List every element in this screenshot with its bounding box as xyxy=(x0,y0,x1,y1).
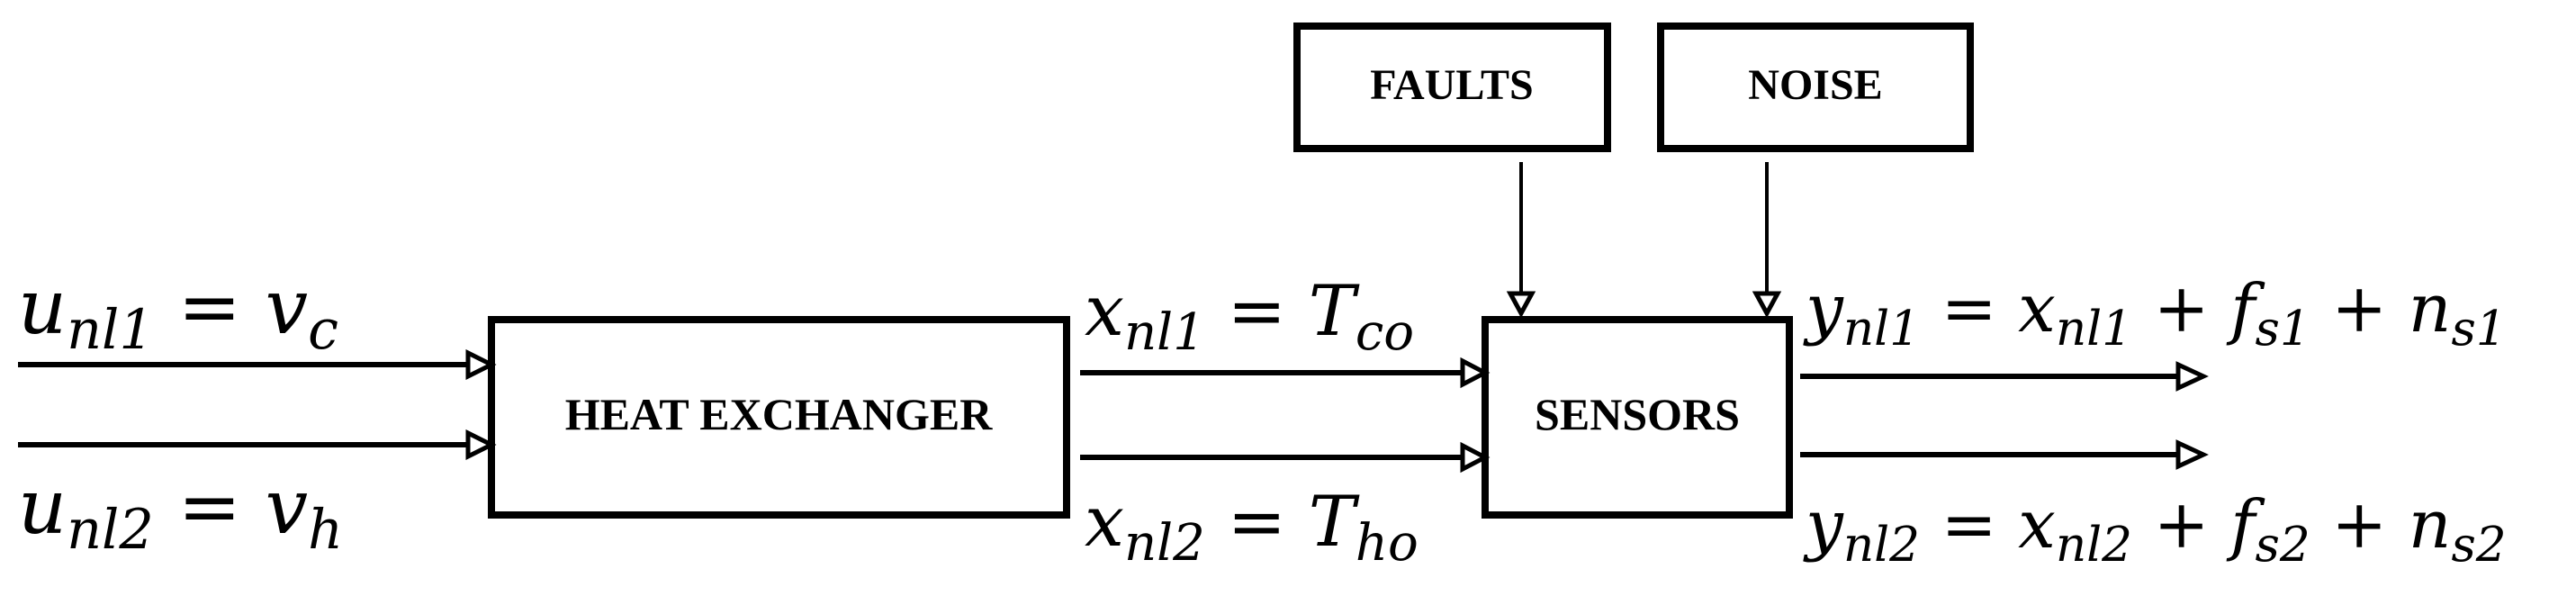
input-1-equation: unl1 = vc xyxy=(18,263,338,362)
heat-exchanger-label: HEAT EXCHANGER xyxy=(565,389,994,439)
faults-label: FAULTS xyxy=(1370,61,1533,109)
equation-text: + n xyxy=(2310,270,2452,348)
equation-text: y xyxy=(1803,486,1844,564)
subscript-text: nl2 xyxy=(1843,517,1920,573)
subscript-text: s1 xyxy=(2256,301,2310,357)
equation-text: = T xyxy=(1205,271,1360,352)
equation-text: x xyxy=(1085,482,1124,563)
subscript-text: nl2 xyxy=(2056,517,2132,573)
subscript-text: nl2 xyxy=(67,499,154,562)
faults-block xyxy=(1293,23,1611,152)
equation-text: = x xyxy=(1920,486,2056,564)
equation-text: = x xyxy=(1920,270,2056,348)
equation-text: + f xyxy=(2132,270,2265,348)
output-arrow-2-head xyxy=(2175,439,2209,470)
input-2-equation: unl2 = vh xyxy=(18,463,343,562)
output-arrow-1-head xyxy=(2175,361,2209,392)
output-1-equation: ynl1 = xnl1 + fs1 + ns1 xyxy=(1803,270,2507,357)
heat-exchanger-block xyxy=(488,316,1070,519)
input-arrow-1-head xyxy=(465,348,497,381)
subscript-text: s2 xyxy=(2256,517,2310,573)
state-arrow-2-head xyxy=(1460,441,1491,474)
sensors-label: SENSORS xyxy=(1535,389,1740,439)
subscript-text: nl1 xyxy=(1843,301,1920,357)
subscript-text: s2 xyxy=(2451,517,2506,573)
equation-text: = T xyxy=(1205,482,1360,563)
state-arrow-1-head xyxy=(1460,357,1491,389)
equation-text: = v xyxy=(154,263,308,351)
equation-text: u xyxy=(18,263,67,351)
output-2-equation: ynl2 = xnl2 + fs2 + ns2 xyxy=(1803,486,2507,573)
state-1-equation: xnl1 = Tco xyxy=(1085,271,1414,362)
subscript-text: ho xyxy=(1356,514,1419,573)
equation-text: x xyxy=(1085,271,1124,352)
subscript-text: nl2 xyxy=(1124,514,1205,573)
faults-arrow-head xyxy=(1506,291,1536,319)
equation-text: = v xyxy=(154,463,308,551)
input-arrow-2-head xyxy=(465,429,497,461)
noise-block xyxy=(1657,23,1974,152)
equation-text: y xyxy=(1803,270,1844,348)
subscript-text: co xyxy=(1356,303,1414,362)
subscript-text: nl1 xyxy=(1124,303,1205,362)
equation-text: u xyxy=(18,463,67,551)
equation-text: + f xyxy=(2132,486,2265,564)
sensors-block xyxy=(1482,316,1793,519)
subscript-text: s1 xyxy=(2451,301,2506,357)
noise-label: NOISE xyxy=(1748,61,1882,109)
subscript-text: nl1 xyxy=(2056,301,2132,357)
subscript-text: c xyxy=(308,299,338,362)
equation-text: + n xyxy=(2310,486,2452,564)
subscript-text: nl1 xyxy=(67,299,154,362)
noise-arrow-head xyxy=(1752,291,1782,319)
state-2-equation: xnl2 = Tho xyxy=(1085,482,1419,573)
subscript-text: h xyxy=(308,499,343,562)
